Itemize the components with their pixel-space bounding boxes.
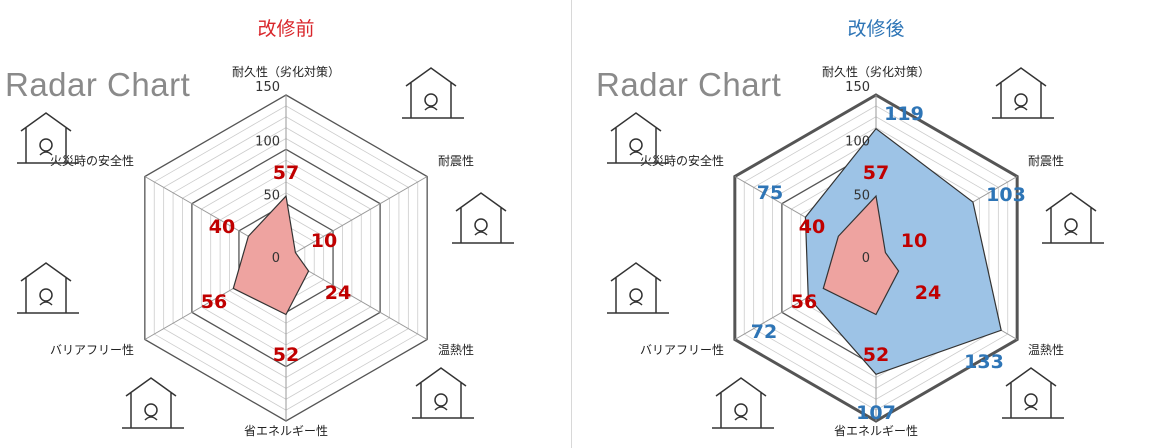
data-label: 119 — [884, 103, 924, 125]
house-durability-icon — [992, 67, 1054, 119]
figure-body — [39, 151, 53, 156]
axis-label: バリアフリー性 — [640, 343, 724, 357]
house-outline — [992, 67, 1054, 119]
figure — [734, 403, 748, 417]
figure — [39, 138, 53, 152]
house-outline — [1042, 192, 1104, 244]
data-label: 75 — [757, 182, 783, 204]
house-energy-icon — [712, 377, 774, 429]
house-durability-icon — [402, 67, 464, 119]
figure — [629, 288, 643, 302]
brand-text-before: Radar Chart — [5, 66, 191, 103]
data-label: 107 — [856, 402, 896, 424]
axis-label: 耐震性 — [438, 154, 474, 168]
data-label: 52 — [863, 344, 889, 366]
axis-spoke — [285, 176, 428, 259]
axis-label: バリアフリー性 — [50, 343, 134, 357]
tick-label: 150 — [845, 80, 870, 95]
house-fire-icon — [17, 112, 79, 164]
house-outline — [1002, 367, 1064, 419]
data-label: 57 — [273, 162, 299, 184]
data-label: 40 — [799, 216, 825, 238]
axis-label: 温熱性 — [438, 343, 474, 357]
data-label: 10 — [311, 230, 337, 252]
figure-body — [39, 301, 53, 306]
figure-body — [1024, 406, 1038, 411]
figure — [1024, 393, 1038, 407]
house-fire-icon — [607, 112, 669, 164]
axis-label: 温熱性 — [1028, 343, 1064, 357]
data-label: 56 — [791, 291, 817, 313]
figure-body — [434, 406, 448, 411]
data-label: 56 — [201, 291, 227, 313]
axis-label: 省エネルギー性 — [244, 424, 328, 438]
house-earthquake-icon — [1042, 192, 1104, 244]
axis-label: 耐久性（劣化対策） — [232, 65, 340, 79]
figure-body — [629, 301, 643, 306]
data-label: 57 — [863, 162, 889, 184]
tick-label: 50 — [263, 189, 280, 204]
house-barrierfree-icon — [607, 262, 669, 314]
house-earthquake-icon — [452, 192, 514, 244]
series-area-before — [822, 194, 900, 316]
divider — [571, 0, 572, 448]
figure-body — [629, 151, 643, 156]
house-barrierfree-icon — [17, 262, 79, 314]
data-label: 10 — [901, 230, 927, 252]
series-area-before — [232, 194, 310, 316]
figure — [39, 288, 53, 302]
data-label: 72 — [751, 321, 777, 343]
series-area-after — [804, 127, 1002, 375]
axis-label: 火災時の安全性 — [640, 153, 724, 168]
figure — [434, 393, 448, 407]
tick-label: 50 — [853, 189, 870, 204]
axis-label: 耐久性（劣化対策） — [822, 65, 930, 79]
tick-label: 0 — [272, 251, 280, 266]
axis-label: 火災時の安全性 — [50, 153, 134, 168]
chart-title-before: 改修前 — [257, 18, 315, 40]
house-outline — [607, 262, 669, 314]
house-outline — [412, 367, 474, 419]
house-thermal-icon — [412, 367, 474, 419]
axis-label: 耐震性 — [1028, 154, 1064, 168]
figure-body — [1064, 231, 1078, 236]
data-label: 133 — [964, 351, 1004, 373]
tick-label: 150 — [255, 80, 280, 95]
figure — [144, 403, 158, 417]
figure — [1014, 93, 1028, 107]
house-outline — [122, 377, 184, 429]
data-label: 24 — [325, 282, 351, 304]
house-outline — [17, 112, 79, 164]
figure-body — [1014, 106, 1028, 111]
figure — [629, 138, 643, 152]
data-label: 103 — [986, 184, 1026, 206]
house-energy-icon — [122, 377, 184, 429]
chart-title-after: 改修後 — [847, 18, 905, 40]
figure-body — [474, 231, 488, 236]
figure — [424, 93, 438, 107]
figure-body — [144, 416, 158, 421]
tick-label: 0 — [862, 251, 870, 266]
house-thermal-icon — [1002, 367, 1064, 419]
figure-body — [734, 416, 748, 421]
data-label: 52 — [273, 344, 299, 366]
figure — [1064, 218, 1078, 232]
figure-body — [424, 106, 438, 111]
axis-spoke — [285, 257, 428, 340]
brand-text-after: Radar Chart — [596, 66, 782, 103]
house-outline — [452, 192, 514, 244]
house-outline — [402, 67, 464, 119]
tick-label: 100 — [845, 134, 870, 149]
house-outline — [712, 377, 774, 429]
tick-label: 100 — [255, 134, 280, 149]
house-outline — [17, 262, 79, 314]
house-outline — [607, 112, 669, 164]
figure — [474, 218, 488, 232]
data-label: 40 — [209, 216, 235, 238]
data-label: 24 — [915, 282, 941, 304]
axis-label: 省エネルギー性 — [834, 424, 918, 438]
